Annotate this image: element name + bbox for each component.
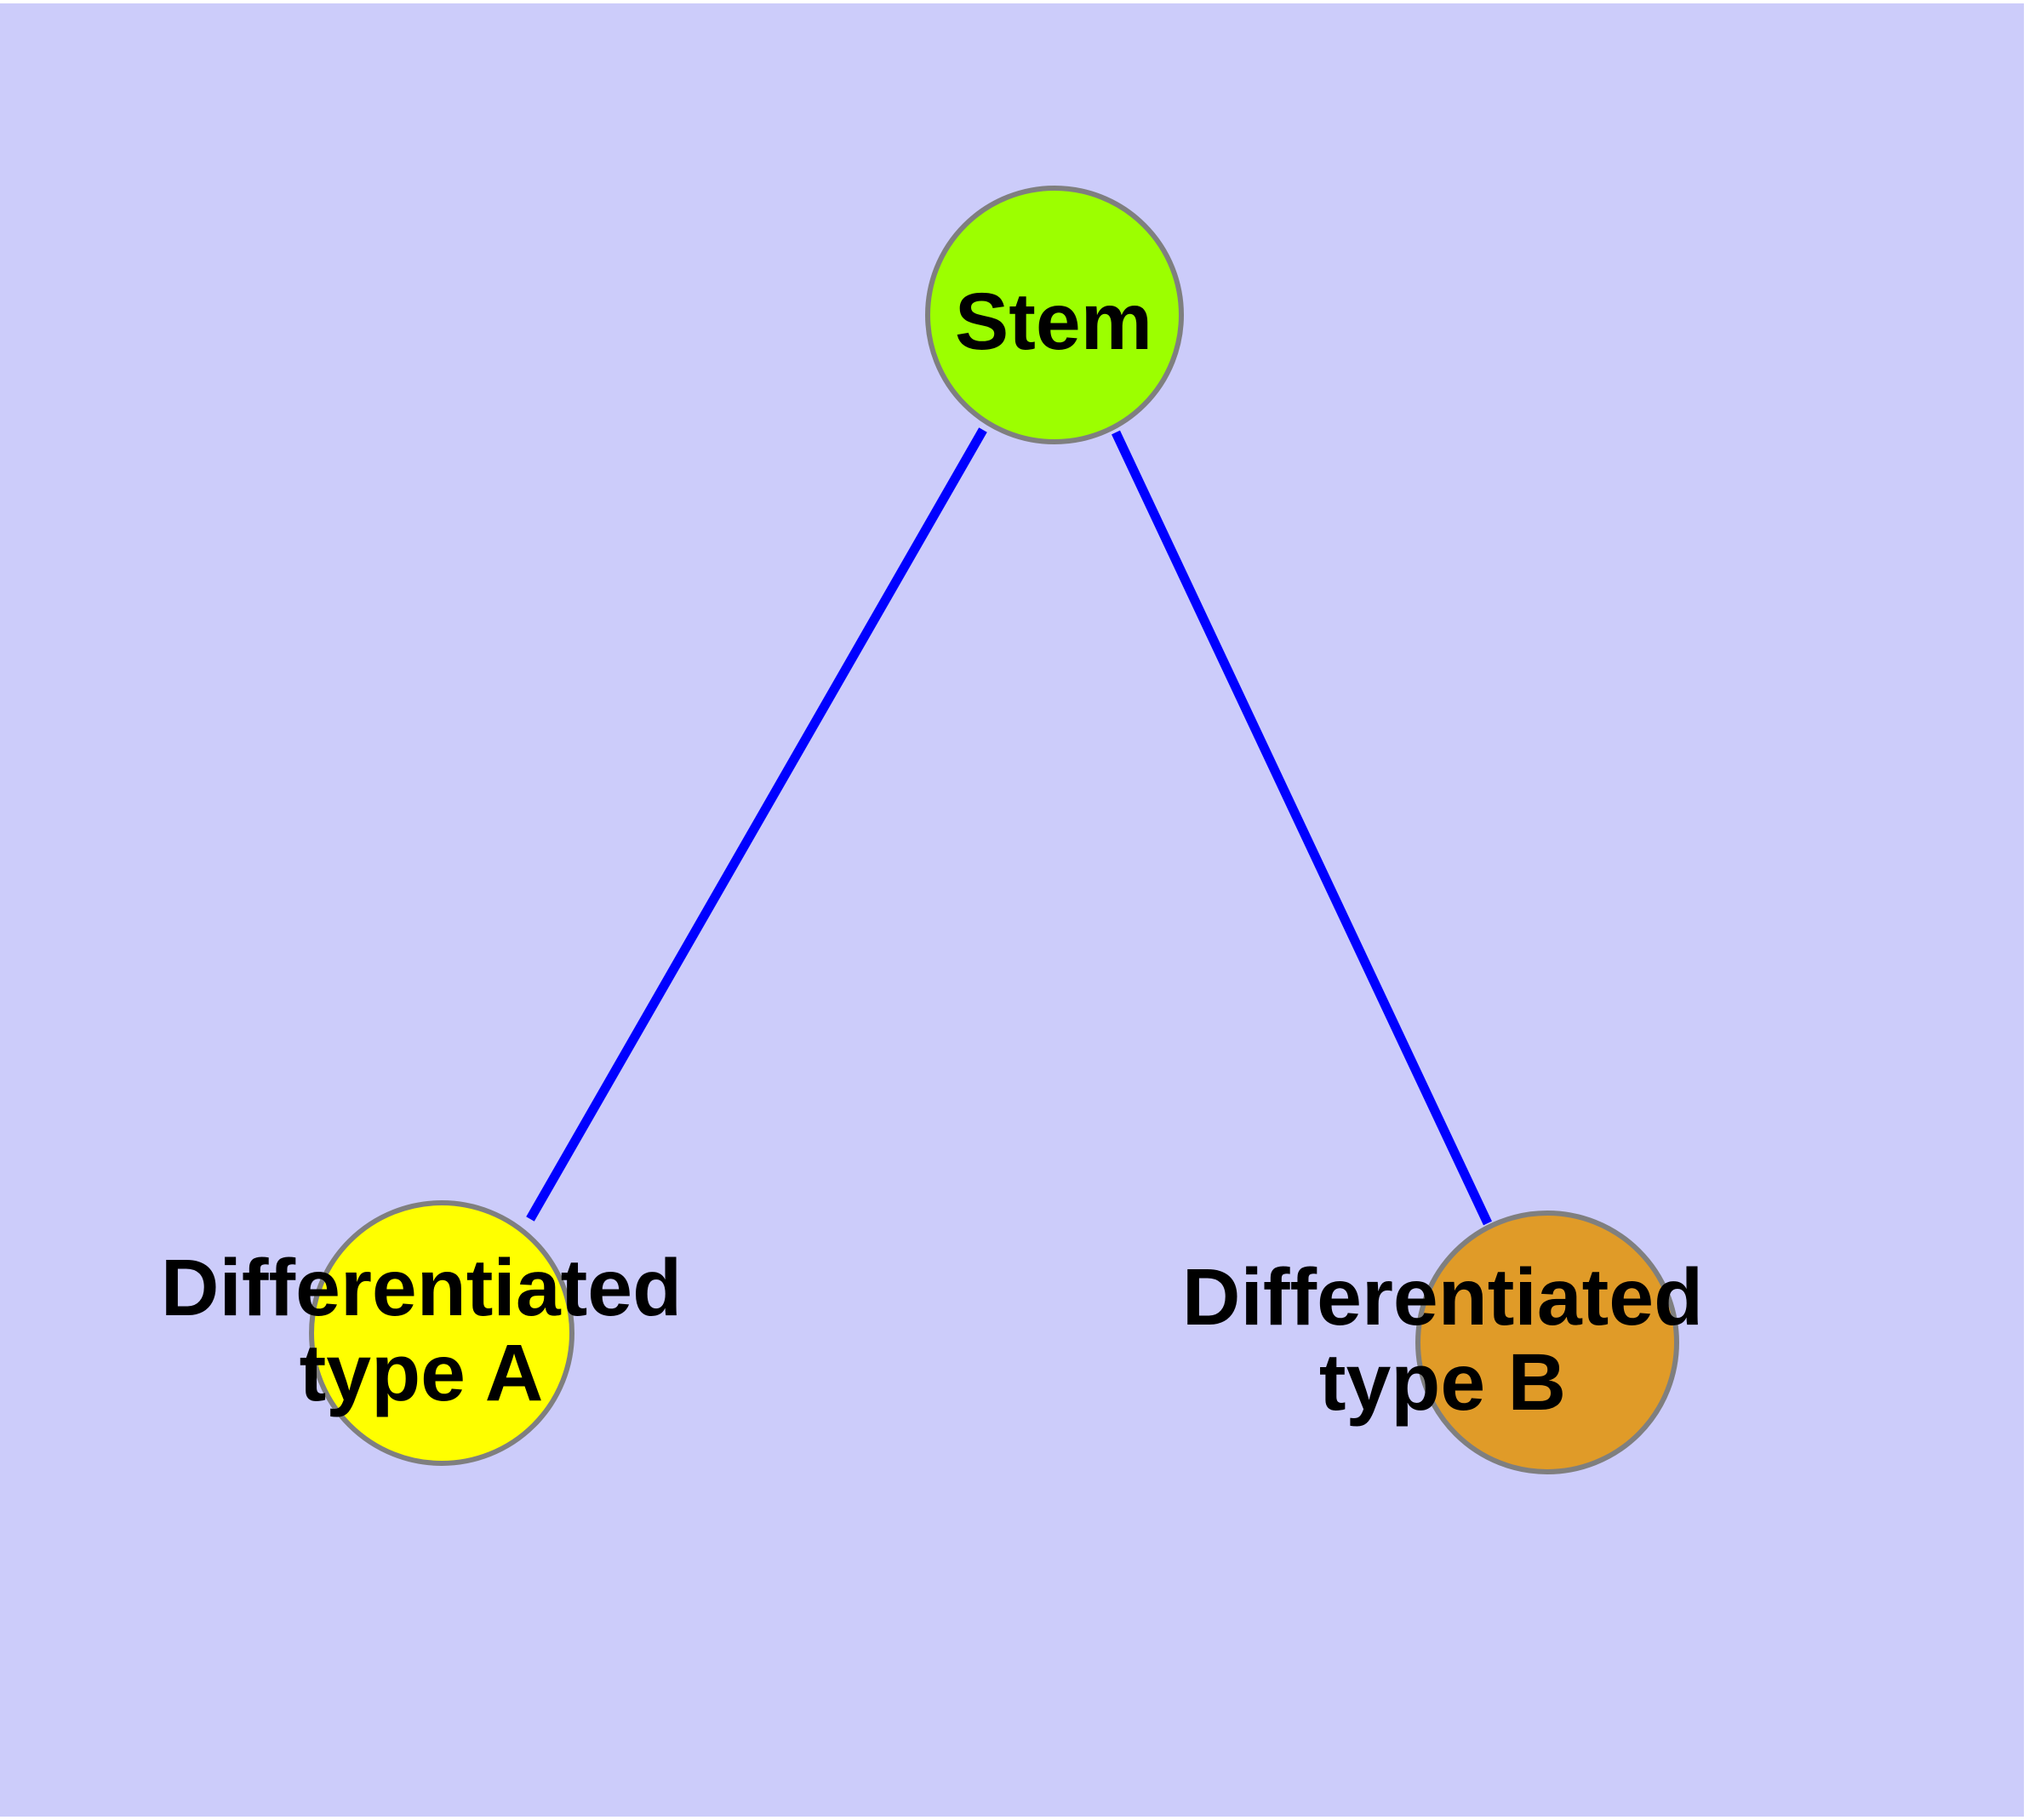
node-label-line: Differentiated xyxy=(161,1243,682,1333)
node-stem[interactable] xyxy=(925,186,1184,444)
nodes-group xyxy=(309,186,1679,1474)
node-differentiated-type-b[interactable] xyxy=(1415,1210,1679,1474)
node-label-line: Stem xyxy=(955,277,1152,367)
node-label-line: type B xyxy=(1319,1337,1566,1428)
edges-group xyxy=(526,427,1492,1226)
edge-stem-to-differentiated-type-a[interactable] xyxy=(526,427,987,1222)
edge-stem-to-differentiated-type-b[interactable] xyxy=(1112,430,1492,1226)
node-differentiated-type-a[interactable] xyxy=(309,1200,574,1466)
node-label-line: Differentiated xyxy=(1182,1252,1703,1342)
node-label-stem: Stem xyxy=(955,277,1152,367)
node-label-line: type A xyxy=(300,1328,544,1418)
